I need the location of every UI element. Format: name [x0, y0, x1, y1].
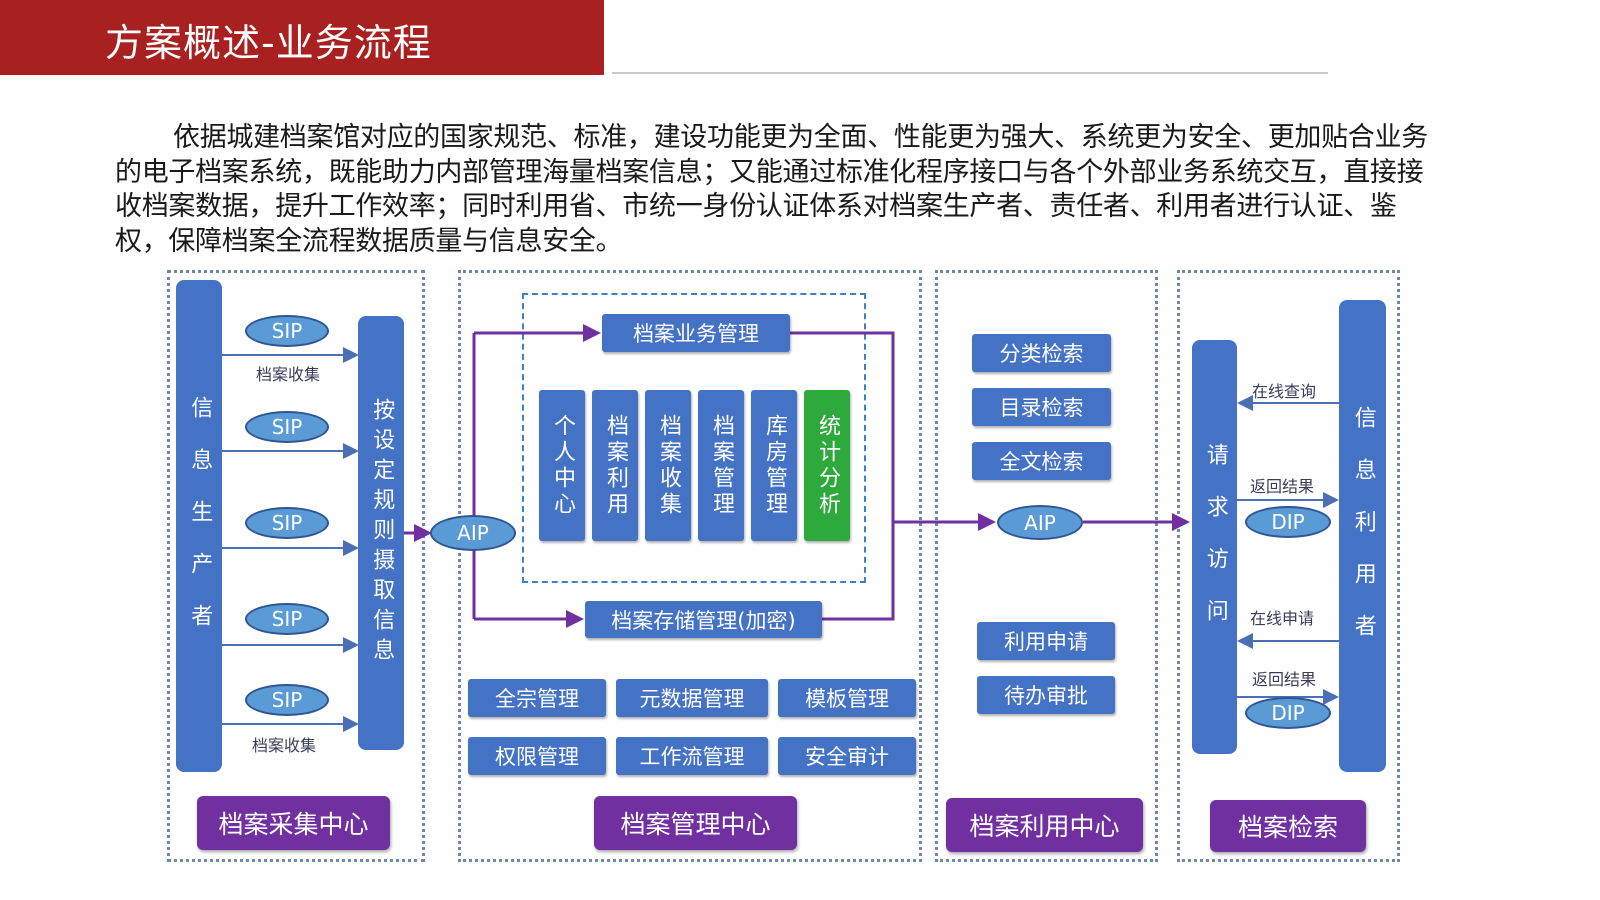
information-user-bar: 信息利用者 [1339, 300, 1386, 772]
online-apply-label: 在线申请 [1250, 609, 1315, 628]
utilization-center-button[interactable]: 档案利用中心 [946, 798, 1143, 852]
module-archive-collect[interactable]: 档案收集 [645, 390, 691, 541]
title-bar [0, 0, 604, 75]
collection-center-button[interactable]: 档案采集中心 [197, 796, 390, 850]
module-label: 个人中心 [550, 413, 575, 518]
tool-button-5[interactable]: 安全审计 [778, 737, 916, 775]
dip-ellipse: DIP [1245, 506, 1331, 538]
sip-ellipse: SIP [245, 684, 329, 716]
module-label: 库房管理 [762, 413, 787, 518]
user-label: 信息利用者 [1350, 406, 1376, 666]
sip-ellipse: SIP [245, 603, 329, 635]
module-label: 档案利用 [603, 413, 628, 518]
request-label: 请求访问 [1202, 443, 1228, 651]
storage-management-button[interactable]: 档案存储管理(加密) [585, 601, 822, 638]
tool-button-2[interactable]: 模板管理 [778, 679, 916, 717]
tool-button-3[interactable]: 权限管理 [468, 737, 606, 775]
retrieval-section [1177, 270, 1400, 862]
apply-button-0[interactable]: 利用申请 [977, 622, 1115, 660]
return-result-label: 返回结果 [1250, 477, 1315, 496]
header-divider [612, 72, 1328, 74]
ingest-label: 按设定规则摄取信息 [369, 398, 395, 668]
return-result-label: 返回结果 [1252, 670, 1317, 689]
collection-section [167, 270, 425, 862]
collect-label: 档案收集 [252, 736, 317, 755]
search-button-2[interactable]: 全文检索 [972, 442, 1111, 480]
dip-ellipse: DIP [1245, 697, 1331, 729]
tool-button-4[interactable]: 工作流管理 [616, 737, 768, 775]
request-access-bar: 请求访问 [1192, 340, 1237, 754]
business-group [522, 293, 866, 583]
module-statistics[interactable]: 统计分析 [804, 390, 850, 541]
module-personal-center[interactable]: 个人中心 [539, 390, 585, 541]
module-label: 档案收集 [656, 413, 681, 518]
sip-ellipse: SIP [245, 507, 329, 539]
search-button-1[interactable]: 目录检索 [972, 388, 1111, 426]
online-query-label: 在线查询 [1252, 382, 1317, 401]
producer-label: 信息生产者 [187, 396, 213, 656]
module-archive-use[interactable]: 档案利用 [592, 390, 638, 541]
module-label: 档案管理 [709, 413, 734, 518]
module-archive-manage[interactable]: 档案管理 [698, 390, 744, 541]
retrieval-center-button[interactable]: 档案检索 [1210, 800, 1366, 852]
sip-ellipse: SIP [245, 411, 329, 443]
apply-button-1[interactable]: 待办审批 [977, 676, 1115, 714]
information-producer-bar: 信息生产者 [176, 280, 222, 772]
collect-label: 档案收集 [256, 365, 321, 384]
module-label: 统计分析 [815, 413, 840, 518]
intro-paragraph: 依据城建档案馆对应的国家规范、标准，建设功能更为全面、性能更为强大、系统更为安全… [115, 122, 1428, 257]
tool-button-1[interactable]: 元数据管理 [616, 679, 768, 717]
business-management-button[interactable]: 档案业务管理 [602, 314, 790, 352]
aip-ellipse: AIP [430, 515, 516, 551]
module-storeroom-manage[interactable]: 库房管理 [751, 390, 797, 541]
ingest-rule-bar: 按设定规则摄取信息 [358, 316, 404, 750]
management-center-button[interactable]: 档案管理中心 [594, 796, 797, 850]
sip-ellipse: SIP [245, 315, 329, 347]
page-title: 方案概述-业务流程 [105, 21, 432, 65]
flow-line [790, 331, 895, 621]
management-section [458, 270, 922, 862]
tool-button-0[interactable]: 全宗管理 [468, 679, 606, 717]
aip-ellipse: AIP [997, 505, 1083, 540]
utilization-section [935, 270, 1158, 862]
search-button-0[interactable]: 分类检索 [972, 334, 1111, 372]
